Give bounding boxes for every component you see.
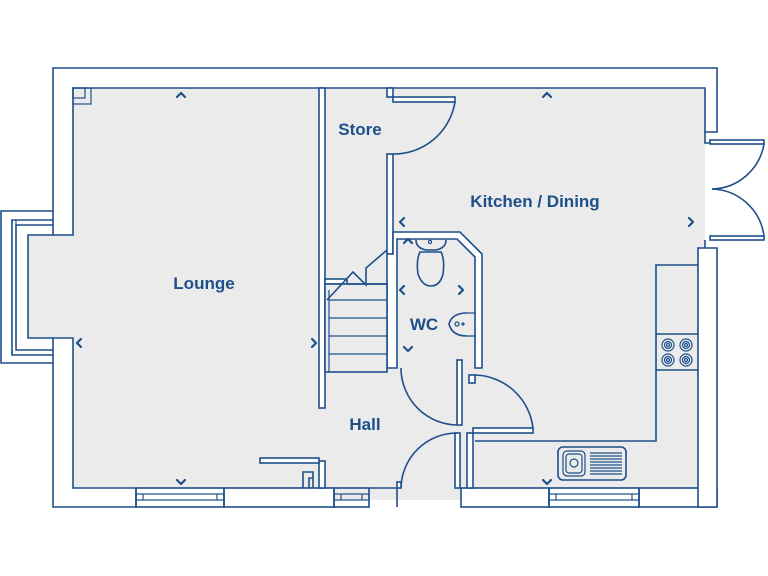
- toilet-icon: [415, 239, 447, 287]
- dimension-markers: [75, 91, 695, 486]
- internal-walls: [259, 87, 534, 489]
- hob-icon: [661, 338, 693, 367]
- corner-detail: [72, 87, 92, 105]
- front-door: [369, 432, 461, 507]
- window-lounge: [135, 487, 225, 508]
- room-label-lounge: Lounge: [173, 274, 234, 293]
- external-walls: [52, 67, 718, 508]
- kitchen-units: [475, 264, 698, 442]
- basin-icon: [448, 312, 475, 337]
- room-label-store: Store: [338, 120, 381, 139]
- bay-window: [0, 210, 53, 364]
- staircase: [324, 249, 388, 373]
- french-doors: [704, 132, 765, 248]
- window-kitchen: [548, 487, 640, 508]
- room-label-hall: Hall: [349, 415, 380, 434]
- window-hall: [333, 487, 370, 508]
- room-label-wc: WC: [410, 315, 438, 334]
- sink-icon: [557, 446, 627, 481]
- room-label-kitchen-dining: Kitchen / Dining: [470, 192, 599, 211]
